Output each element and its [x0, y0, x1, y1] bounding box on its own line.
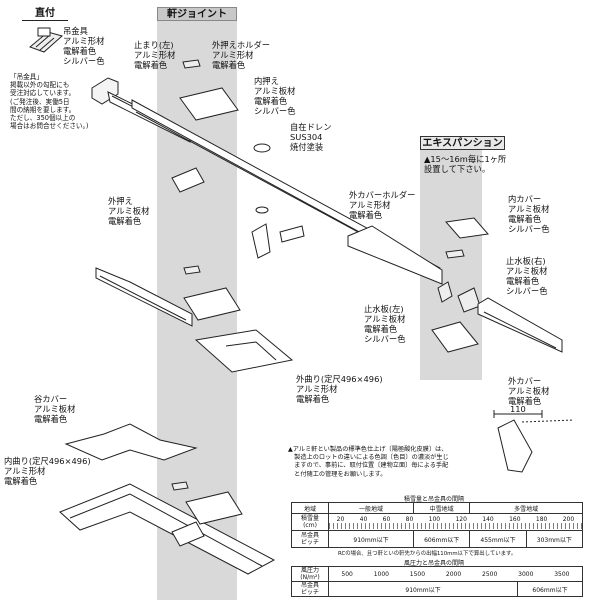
inner-bend-drawing — [59, 483, 276, 575]
pressure-tick: 3000 — [518, 570, 534, 578]
stop-right-label: 止水板(右) アルミ板材 電解着色 シルバー色 — [506, 256, 548, 296]
inner-cover-drawing — [445, 217, 489, 239]
table-cell: 積雪量 (cm) — [291, 513, 329, 531]
joint-outer-holder-2 — [183, 265, 201, 275]
table-row: 風圧力 (N/m²) 500 1000 1500 2000 2500 3000 … — [291, 566, 583, 582]
table-cell: 910mm以下 — [328, 581, 518, 597]
table-cell: 地域 — [291, 502, 329, 514]
joint-inner-press-2 — [183, 287, 241, 321]
snow-tick: 80 — [405, 515, 414, 523]
gutter-section-sketch — [493, 410, 575, 473]
color-note: ▲アルミ軒とい製品の標準色仕上げ〔陽極酸化皮膜〕は、 製造上のロットの違いによる… — [288, 446, 449, 478]
table-row: 吊金具 ピッチ 910mm以下 606mm以下 — [291, 581, 583, 597]
joint-inner-press-3 — [185, 491, 243, 525]
snow-tick: 180 — [535, 515, 548, 523]
table2-title: 風圧力と吊金具の間隔 — [404, 560, 465, 567]
gutter-run-left — [95, 267, 193, 327]
snow-tick: 20 — [336, 515, 345, 523]
table-cell: 606mm以下 — [412, 530, 471, 548]
snow-tick: 120 — [455, 515, 467, 523]
table-cell: 455mm以下 — [469, 530, 527, 548]
snow-pitch-table: 地域 一般地域 中雪地域 多雪地域 積雪量 (cm) 20 40 60 80 1… — [291, 502, 584, 548]
table1-title: 積雪量と吊金具の間隔 — [404, 496, 465, 503]
expansion-header: エキスパンション — [420, 136, 505, 150]
table-cell: 910mm以下 — [328, 530, 414, 548]
table-cell: 多雪地域 — [469, 502, 583, 514]
stop-plate-left-drawing — [437, 281, 453, 303]
outer-cover-holder-label: 外カバーホルダー アルミ形材 電解着色 — [349, 190, 416, 220]
expansion-note: ▲15～16m毎に1ヶ所 設置して下さい。 — [424, 154, 507, 174]
stop-water-left-label: 止水板(左) アルミ板材 電解着色 シルバー色 — [364, 304, 406, 344]
outer-cover-label: 外カバー アルミ板材 電解着色 — [508, 376, 550, 406]
inner-bend-label: 内曲り(定尺496×496) アルミ形材 電解着色 — [4, 456, 91, 486]
wind-pitch-table: 風圧力 (N/m²) 500 1000 1500 2000 2500 3000 … — [291, 566, 583, 597]
outer-bend-label: 外曲り(定尺496×496) アルミ形材 電解着色 — [296, 374, 383, 404]
table-cell: 303mm以下 — [525, 530, 584, 548]
outer-cover-holder-drawing — [445, 249, 465, 259]
table-cell: 一般地域 — [328, 502, 414, 514]
table-cell: 風圧力 (N/m²) — [291, 566, 329, 582]
table-cell: 中雪地域 — [412, 502, 471, 514]
direct-header: 直付 — [22, 7, 68, 21]
snow-tick: 40 — [359, 515, 368, 523]
snow-tick: 140 — [482, 515, 494, 523]
outer-press-label: 外押え アルミ板材 電解着色 — [108, 196, 150, 226]
outer-holder-drawing — [182, 59, 201, 69]
snow-tick: 200 — [562, 515, 575, 523]
table-cell: 吊金具 ピッチ — [291, 530, 329, 548]
drain-label: 自在ドレン SUS304 焼付塗装 — [290, 122, 332, 152]
outer-cover-drawing — [431, 321, 479, 353]
inner-cover-label: 内カバー アルミ板材 電解着色 シルバー色 — [508, 194, 550, 234]
stop-plate-right-drawing — [457, 287, 481, 313]
table1-note: RCの場合、且つ軒といの軒先からの出幅110mm以下で算出しています。 — [338, 551, 517, 557]
expansion-gutter — [347, 225, 443, 285]
outer-holder-label: 外押えホルダー アルミ形材 電解着色 — [212, 40, 271, 70]
outer-press-drawing — [171, 167, 205, 193]
pressure-tick: 1500 — [409, 570, 426, 578]
joint-header: 軒ジョイント — [157, 7, 237, 21]
table-row: 積雪量 (cm) 20 40 60 80 100 120 140 160 180… — [291, 513, 583, 531]
pressure-ticks-cell: 500 1000 1500 2000 2500 3000 3500 — [328, 566, 583, 582]
valley-cover-label: 谷カバー アルミ板材 電解着色 — [34, 394, 76, 424]
snow-tick: 60 — [382, 515, 391, 523]
joint-outer-press-3 — [171, 521, 205, 547]
pressure-tick: 2000 — [445, 570, 462, 578]
inner-press-drawing — [179, 87, 239, 121]
table-row: 地域 一般地域 中雪地域 多雪地域 — [291, 502, 583, 514]
pressure-tick: 3500 — [554, 570, 570, 578]
snow-tick: 100 — [428, 515, 441, 523]
dimension-110: 110 — [510, 404, 526, 414]
hanger-note: 「吊金具」 掲載以外の勾配にも 受注対応しています。 (ご発注後、実働5日 間の… — [10, 73, 89, 131]
hanger-bracket-drawing — [29, 27, 64, 53]
gutter-run-right — [477, 297, 563, 353]
valley-cover-drawing — [64, 423, 198, 461]
stop-left-label: 止まり(左) アルミ形材 電解着色 — [134, 40, 176, 70]
pressure-tick: 500 — [341, 570, 353, 578]
table-row: 吊金具 ピッチ 910mm以下 606mm以下 455mm以下 303mm以下 — [291, 530, 584, 548]
table-cell: 吊金具 ピッチ — [291, 581, 329, 597]
inner-press-label: 内押え アルミ板材 電解着色 シルバー色 — [254, 76, 296, 116]
outer-bend-drawing — [194, 329, 294, 373]
joint-outer-holder-3 — [171, 481, 189, 491]
snow-tick: 160 — [509, 515, 521, 523]
table-cell: 606mm以下 — [517, 581, 583, 597]
drain-drawing — [251, 143, 305, 259]
hanger-label: 吊金具 アルミ形材 電解着色 シルバー色 — [63, 26, 105, 66]
snow-ruler — [329, 522, 582, 529]
pressure-tick: 1000 — [373, 570, 389, 578]
snow-ticks-cell: 20 40 60 80 100 120 140 160 180 200 — [328, 513, 583, 531]
pressure-tick: 2500 — [482, 570, 498, 578]
